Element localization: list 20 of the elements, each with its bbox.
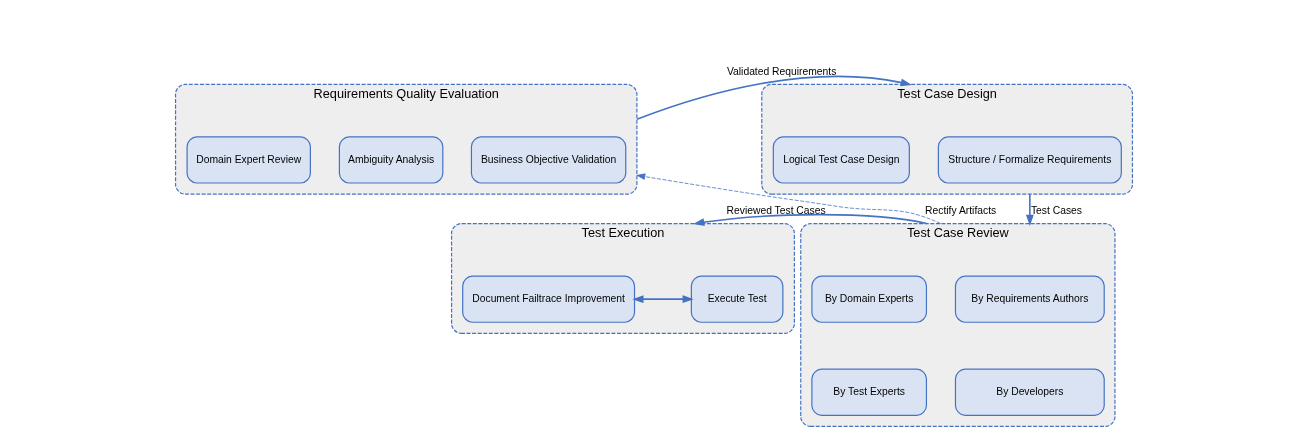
arrow	[631, 295, 694, 304]
node-box: Business Objective Validation	[470, 136, 626, 184]
arrow	[1025, 193, 1034, 226]
edge-label: Rectify Artifacts	[924, 205, 996, 217]
node-box: By Requirements Authors	[954, 275, 1105, 323]
node-box: Document Failtrace Improvement	[461, 275, 635, 323]
node-box: Execute Test	[690, 275, 783, 323]
node-box: By Developers	[954, 368, 1105, 416]
edge-label: Test Cases	[1030, 205, 1082, 217]
node-box: Domain Expert Review	[186, 136, 311, 184]
node-box: Logical Test Case Design	[772, 136, 910, 184]
node-box: By Domain Experts	[810, 275, 927, 323]
node-box: By Test Experts	[810, 368, 927, 416]
edge-label: Validated Requirements	[726, 66, 836, 78]
node-box: Ambiguity Analysis	[338, 136, 443, 184]
arrow	[692, 213, 928, 227]
arrow	[635, 75, 912, 121]
arrow	[636, 173, 941, 224]
edge-label: Reviewed Test Cases	[726, 205, 826, 217]
node-box: Structure / Formalize Requirements	[937, 136, 1122, 184]
